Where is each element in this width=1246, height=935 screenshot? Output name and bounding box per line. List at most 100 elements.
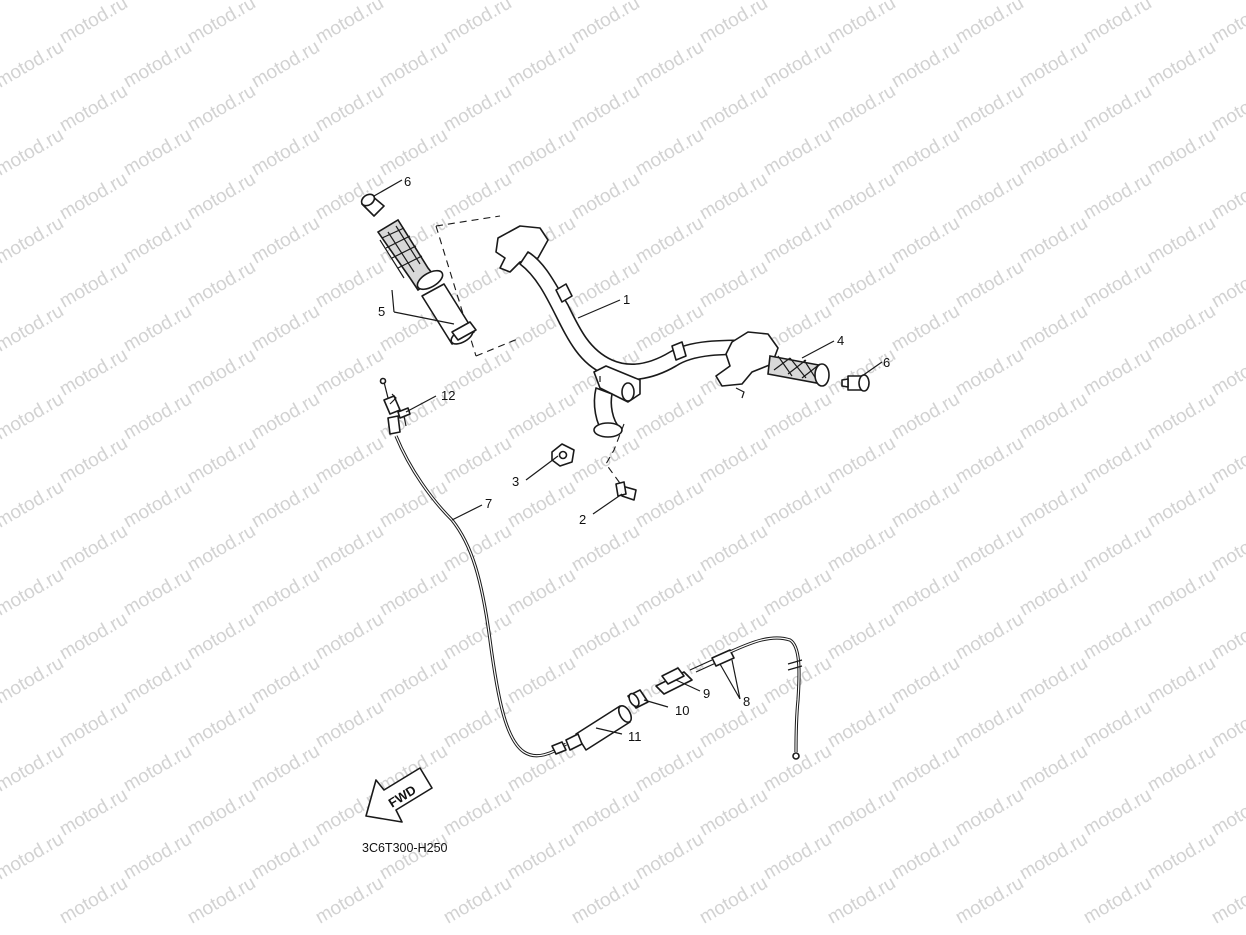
watermark-text: motod.ru: [696, 697, 771, 753]
watermark-text: motod.ru: [760, 0, 835, 4]
watermark-text: motod.ru: [1208, 345, 1246, 401]
watermark-text: motod.ru: [56, 0, 131, 48]
watermark-text: motod.ru: [248, 301, 323, 357]
watermark-text: motod.ru: [248, 565, 323, 621]
watermark-text: motod.ru: [1144, 653, 1219, 709]
watermark-text: motod.ru: [0, 213, 67, 269]
watermark-text: motod.ru: [760, 829, 835, 885]
watermark-text: motod.ru: [440, 81, 515, 137]
watermark-text: motod.ru: [312, 433, 387, 489]
watermark-text: motod.ru: [952, 433, 1027, 489]
watermark-text: motod.ru: [504, 565, 579, 621]
watermark-text: motod.ru: [632, 477, 707, 533]
watermark-text: motod.ru: [888, 477, 963, 533]
watermark-text: motod.ru: [1080, 521, 1155, 577]
watermark-text: motod.ru: [248, 741, 323, 797]
watermark-text: motod.ru: [760, 565, 835, 621]
watermark-text: motod.ru: [1016, 477, 1091, 533]
watermark-text: motod.ru: [312, 81, 387, 137]
watermark-text: motod.ru: [184, 873, 259, 929]
watermark-text: motod.ru: [120, 565, 195, 621]
watermark-text: motod.ru: [632, 565, 707, 621]
watermark-text: motod.ru: [248, 0, 323, 4]
watermark-text: motod.ru: [504, 37, 579, 93]
grip-left: [376, 218, 444, 292]
watermark-text: motod.ru: [1144, 37, 1219, 93]
watermark-text: motod.ru: [0, 565, 67, 621]
callout-3: 3: [512, 474, 519, 489]
cable-sleeve: [627, 689, 649, 709]
watermark-text: motod.ru: [440, 0, 515, 48]
watermark-text: motod.ru: [888, 741, 963, 797]
watermark-text: motod.ru: [1208, 697, 1246, 753]
watermark-text: motod.ru: [952, 785, 1027, 841]
watermark-text: motod.ru: [1016, 741, 1091, 797]
watermark-text: motod.ru: [888, 301, 963, 357]
callout-7: 7: [485, 496, 492, 511]
watermark-text: motod.ru: [0, 477, 67, 533]
watermark-text: motod.ru: [952, 609, 1027, 665]
watermark-text: motod.ru: [184, 697, 259, 753]
watermark-text: motod.ru: [504, 0, 579, 4]
watermark-text: motod.ru: [184, 609, 259, 665]
watermark-text: motod.ru: [1144, 565, 1219, 621]
watermark-text: motod.ru: [1208, 0, 1246, 48]
watermark-text: motod.ru: [568, 257, 643, 313]
watermark-text: motod.ru: [568, 81, 643, 137]
watermark-text: motod.ru: [888, 565, 963, 621]
watermark-text: motod.ru: [1080, 257, 1155, 313]
watermark-text: motod.ru: [1208, 169, 1246, 225]
watermark-text: motod.ru: [440, 873, 515, 929]
watermark-text: motod.ru: [312, 521, 387, 577]
cable-assembly: [689, 636, 803, 760]
watermark-text: motod.ru: [120, 125, 195, 181]
watermark-text: motod.ru: [56, 169, 131, 225]
watermark-text: motod.ru: [824, 0, 899, 48]
watermark-text: motod.ru: [888, 0, 963, 4]
watermark-text: motod.ru: [0, 653, 67, 709]
watermark-text: motod.ru: [1208, 257, 1246, 313]
watermark-text: motod.ru: [1144, 125, 1219, 181]
watermark-text: motod.ru: [184, 345, 259, 401]
watermark-text: motod.ru: [312, 169, 387, 225]
watermark-text: motod.ru: [1080, 609, 1155, 665]
watermark-text: motod.ru: [1208, 785, 1246, 841]
watermark-text: motod.ru: [248, 653, 323, 709]
watermark-text: motod.ru: [184, 0, 259, 48]
watermark-text: motod.ru: [0, 37, 67, 93]
grip-right: [767, 355, 830, 387]
watermark-text: motod.ru: [1144, 301, 1219, 357]
watermark-text: motod.ru: [696, 433, 771, 489]
watermark-text: motod.ru: [0, 389, 67, 445]
watermark-text: motod.ru: [120, 213, 195, 269]
watermark-text: motod.ru: [1016, 565, 1091, 621]
callout-1: 1: [623, 292, 630, 307]
watermark-text: motod.ru: [504, 741, 579, 797]
watermark-text: motod.ru: [0, 125, 67, 181]
nut: [551, 443, 575, 467]
watermark-text: motod.ru: [1208, 81, 1246, 137]
watermark-text: motod.ru: [120, 301, 195, 357]
cable-boot: [565, 705, 633, 751]
watermark-text: motod.ru: [952, 257, 1027, 313]
watermark-text: motod.ru: [952, 169, 1027, 225]
watermark-text: motod.ru: [1208, 521, 1246, 577]
callout-6-left: 6: [404, 174, 411, 189]
watermark-text: motod.ru: [1080, 0, 1155, 48]
watermark-text: motod.ru: [248, 213, 323, 269]
watermark-text: motod.ru: [824, 785, 899, 841]
watermark-text: motod.ru: [952, 345, 1027, 401]
watermark-text: motod.ru: [1144, 0, 1219, 4]
watermark-text: motod.ru: [312, 0, 387, 48]
watermark-text: motod.ru: [888, 829, 963, 885]
watermark-text: motod.ru: [568, 169, 643, 225]
watermark-text: motod.ru: [312, 873, 387, 929]
watermark-text: motod.ru: [0, 829, 67, 885]
watermark-text: motod.ru: [0, 0, 67, 4]
watermark-text: motod.ru: [248, 389, 323, 445]
watermark-text: motod.ru: [696, 785, 771, 841]
watermark-text: motod.ru: [120, 741, 195, 797]
watermark-text: motod.ru: [184, 433, 259, 489]
watermark-text: motod.ru: [0, 741, 67, 797]
